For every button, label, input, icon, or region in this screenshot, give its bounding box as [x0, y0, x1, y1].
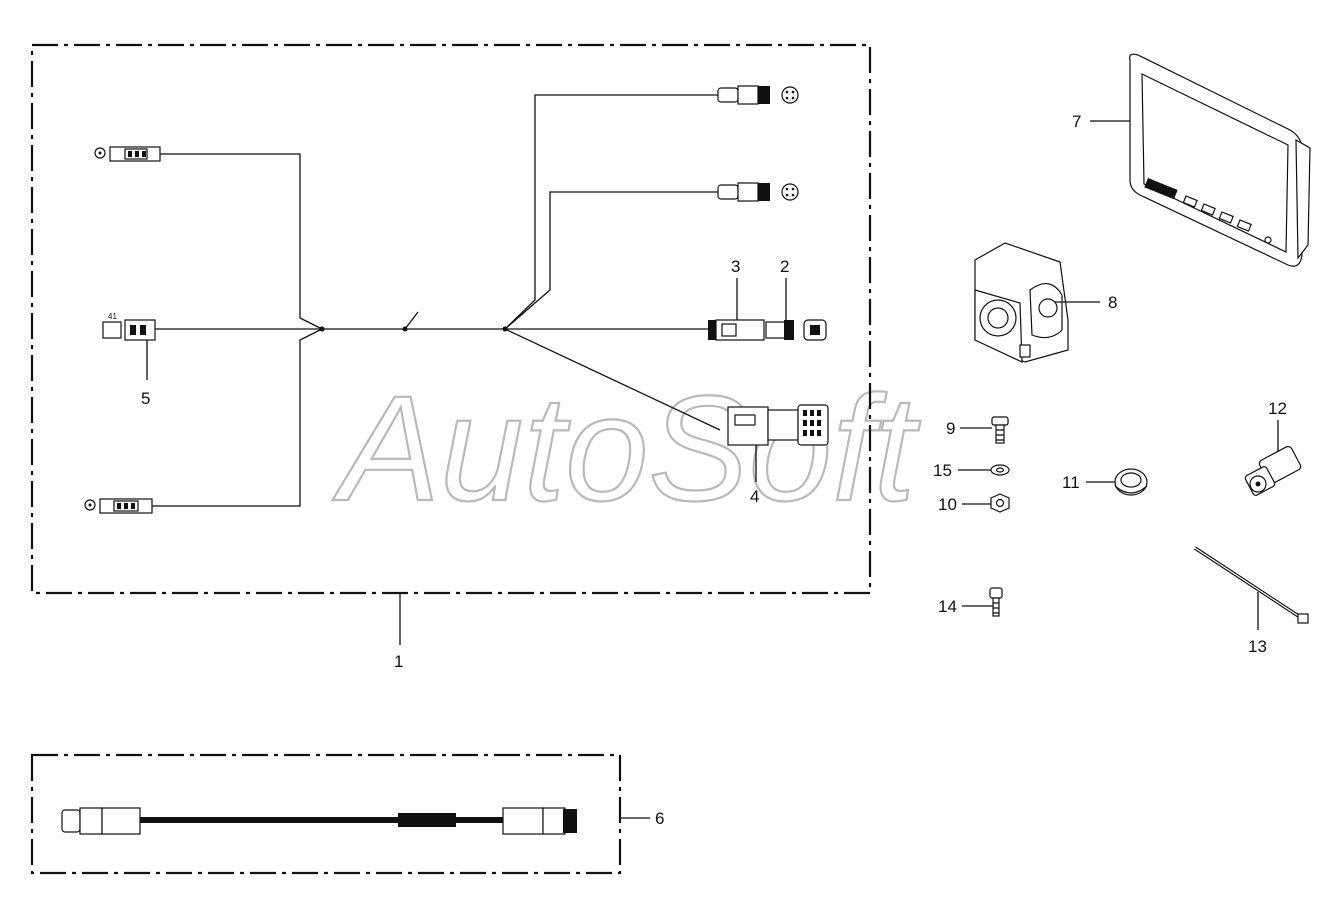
nut-10: [990, 493, 1010, 513]
pin-marking: 41: [108, 312, 117, 321]
power-connector-5: 41: [102, 312, 156, 341]
watermark: AutoSoft: [332, 364, 921, 532]
callout-14: 14: [938, 597, 957, 616]
bolt-9: [991, 416, 1009, 444]
connector-2: [765, 319, 827, 341]
callout-10: 10: [938, 495, 957, 514]
monitor-7: [1129, 53, 1311, 267]
callout-1: 1: [394, 652, 403, 671]
extension-cable-frame: [30, 753, 622, 875]
camera-plug-top-left: [94, 146, 161, 162]
callout-2: 2: [780, 257, 789, 276]
callout-5: 5: [141, 389, 150, 408]
callout-15: 15: [933, 461, 952, 480]
grommet-11: [1114, 468, 1148, 496]
callout-13: 13: [1248, 637, 1267, 656]
callout-6: 6: [655, 809, 664, 828]
harness-wiring: [150, 94, 721, 507]
callout-3: 3: [731, 257, 740, 276]
cable-tie-13: [1194, 546, 1309, 624]
connector-4: [727, 404, 829, 446]
camera-receptacle-lower: [717, 182, 799, 202]
callout-4: 4: [750, 487, 759, 506]
camera-8: [974, 242, 1069, 363]
camera-receptacle-upper: [717, 85, 799, 105]
connector-3: [708, 319, 765, 341]
callout-12: 12: [1268, 399, 1287, 418]
washer-15: [990, 464, 1010, 476]
fitting-12: [1244, 445, 1302, 496]
extension-cable: [61, 807, 577, 835]
callout-9: 9: [946, 419, 955, 438]
callout-11: 11: [1062, 473, 1080, 492]
callout-8: 8: [1108, 293, 1117, 312]
harness-kit-frame: [30, 43, 872, 595]
callout-7: 7: [1072, 112, 1081, 131]
camera-plug-bottom-left: [84, 498, 153, 514]
screw-14: [989, 587, 1003, 617]
